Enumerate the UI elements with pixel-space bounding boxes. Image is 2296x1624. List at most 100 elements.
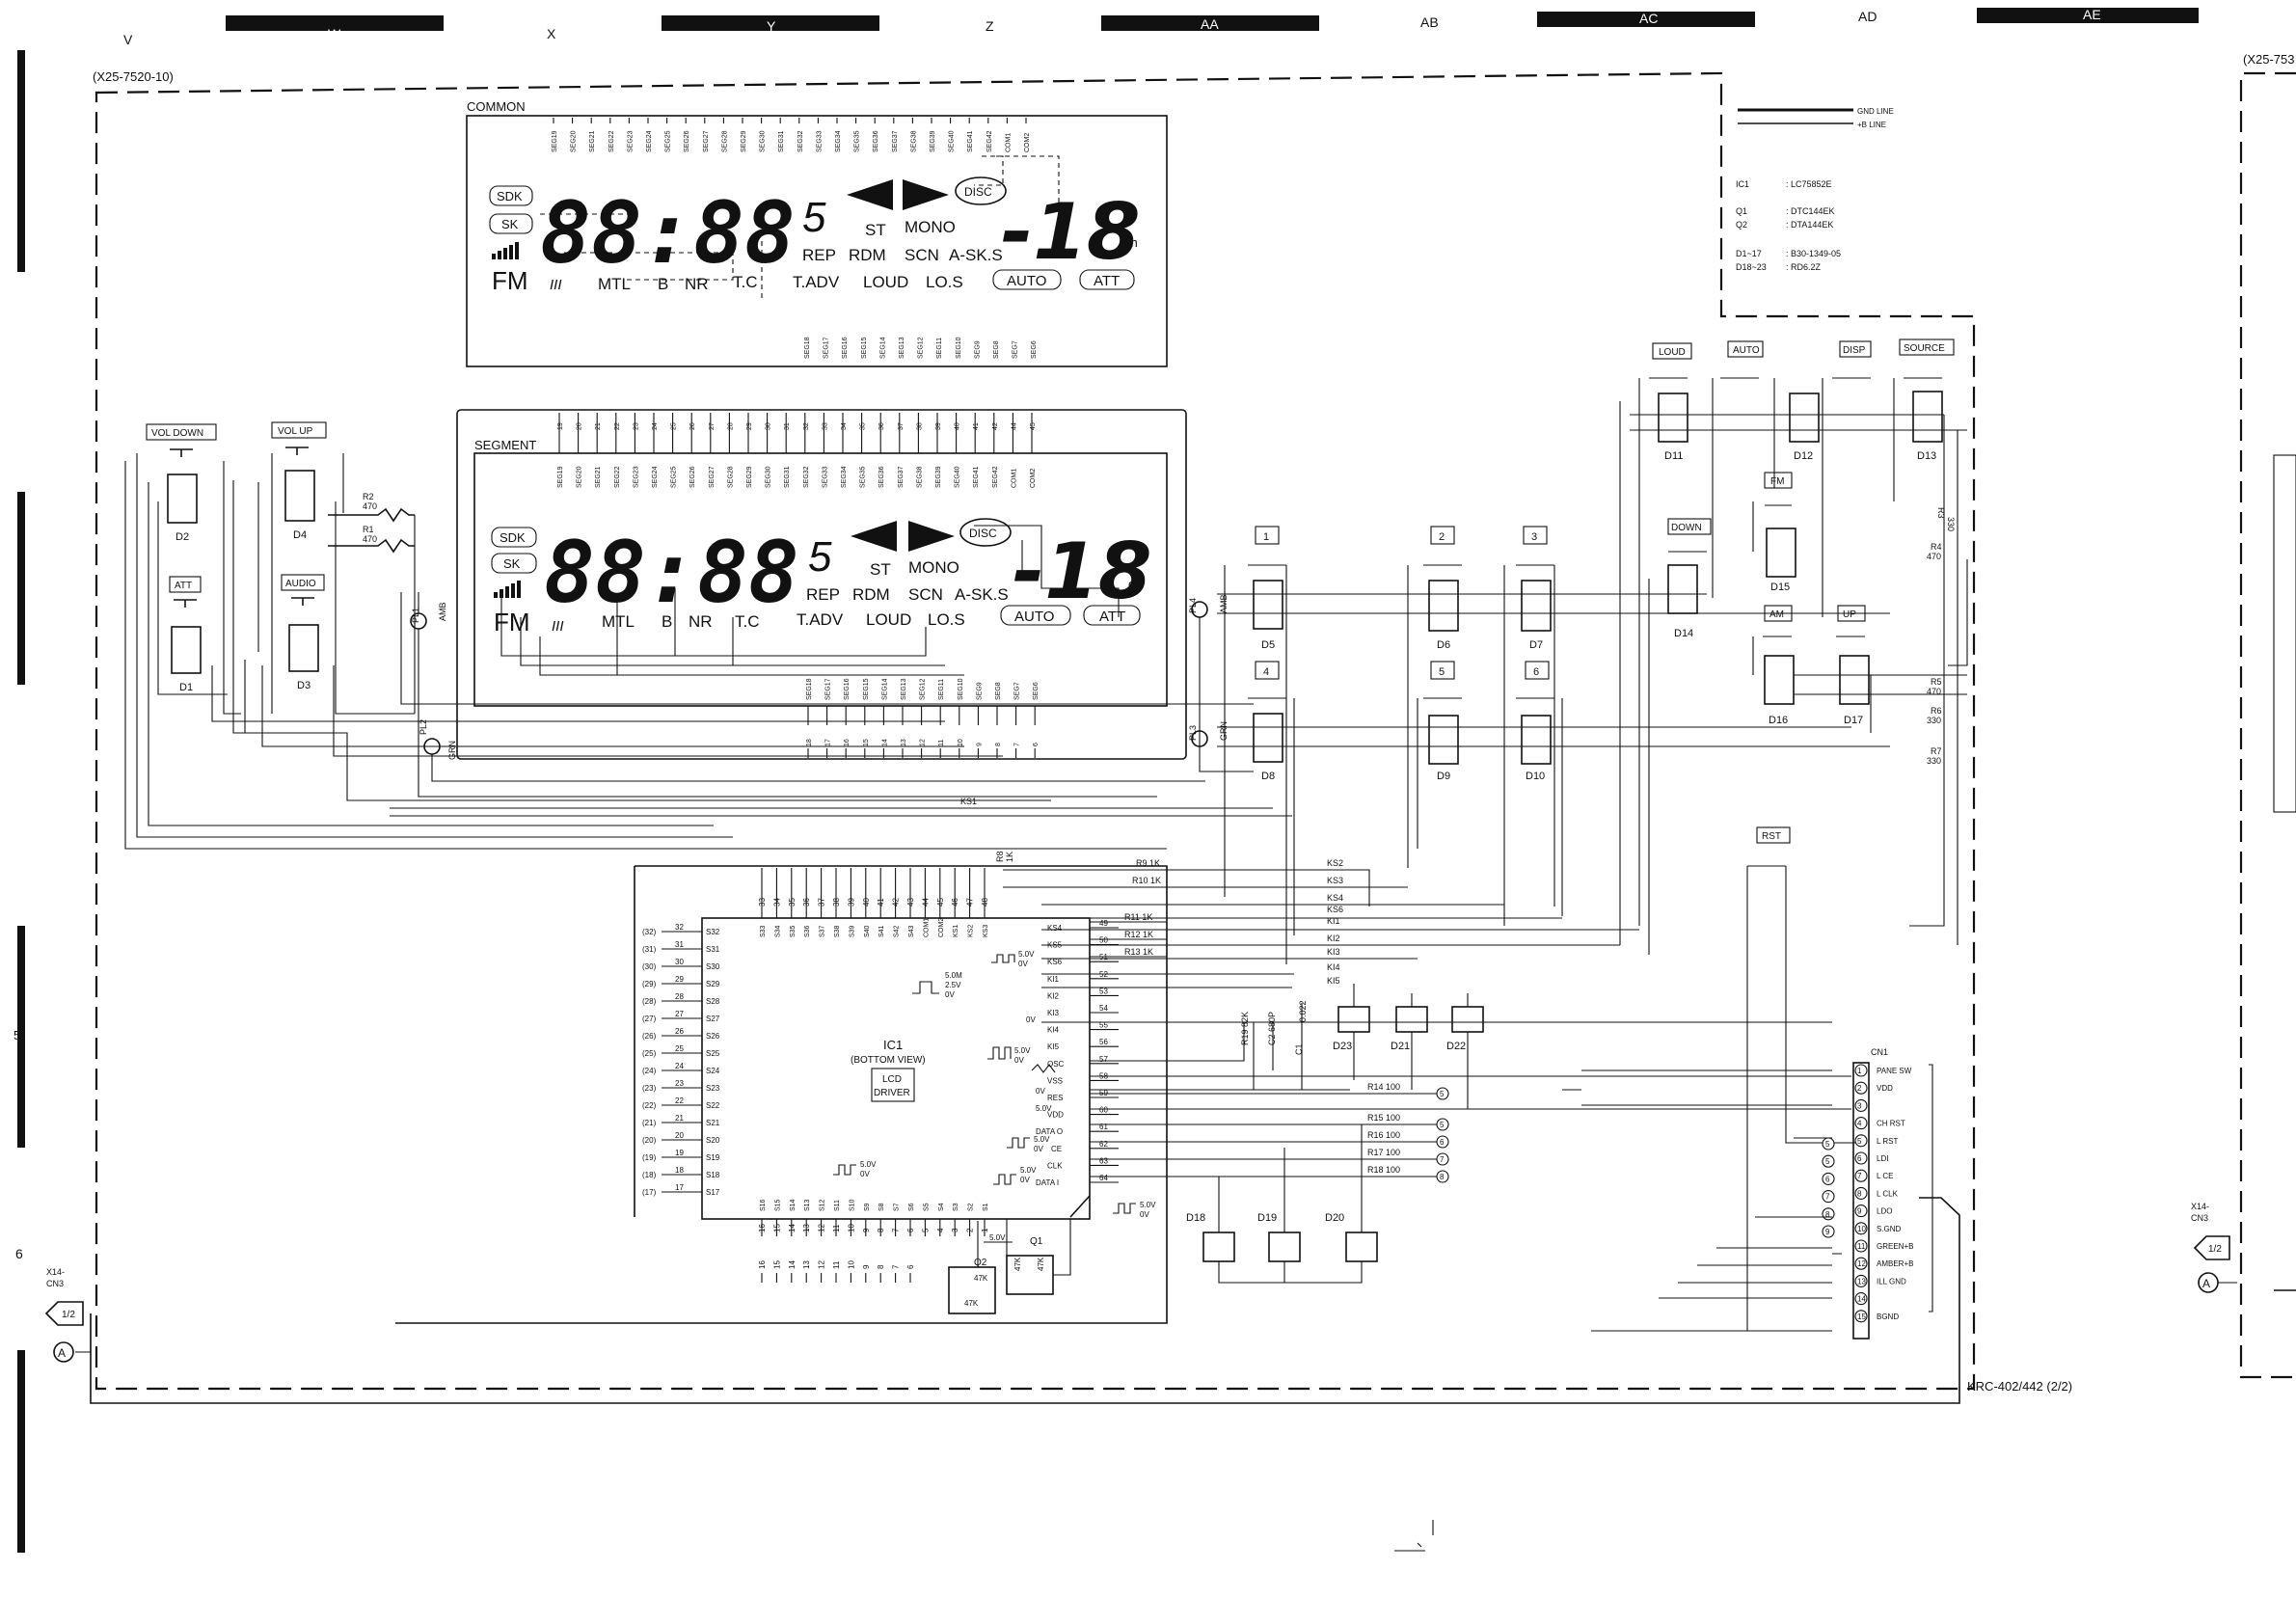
b-label: B [658, 275, 668, 293]
common-top-pin: SEG34 [835, 130, 842, 152]
cn1-pin-name: ILL GND [1877, 1277, 1906, 1286]
board-outline [95, 71, 1976, 1391]
cn1-pin [1854, 1098, 1868, 1112]
c1-label: C1 [1294, 1043, 1304, 1055]
seg-ch-label: ch [1128, 577, 1142, 591]
seg-rep-label: REP [806, 585, 840, 604]
diode-pack-d1 [171, 626, 202, 674]
common-top-pin: SEG40 [949, 130, 956, 152]
mono-label: MONO [905, 218, 956, 236]
ic1-left-ext: (25) [642, 1049, 657, 1058]
ic1-left-ext: (19) [642, 1153, 657, 1162]
common-top-pin: SEG22 [608, 130, 615, 152]
common-top-pin: SEG30 [760, 130, 767, 152]
ic1-left-pin-name: S19 [706, 1153, 720, 1162]
cn1-link-node [1822, 1225, 1835, 1238]
common-bottom-pin: SEG17 [824, 337, 830, 359]
segment-bottom-pin-number: 12 [920, 739, 927, 746]
wave-5v-d: 5.0V [1020, 1166, 1037, 1175]
ic1-bottom-ext-number: 12 [818, 1260, 826, 1269]
pl2-label: PL2 [419, 719, 428, 735]
common-top-pin: SEG19 [552, 130, 558, 152]
conn-left-1: X14- [46, 1267, 65, 1277]
sw-p1-label: 1 [1263, 531, 1269, 543]
segment-top-pin-name: SEG30 [766, 466, 772, 488]
ic1-right-pin-number: 52 [1099, 970, 1108, 979]
segment-top-pin-name: SEG40 [955, 466, 961, 488]
c1-value: 0.022 [1298, 1000, 1308, 1022]
segment-bottom-pin-number: 6 [1033, 743, 1040, 746]
common-top-pin: SEG26 [684, 130, 690, 152]
ic1-left-pin-number: 22 [675, 1096, 684, 1105]
bus-node-number: 8 [1440, 1173, 1445, 1181]
parts-ic1-val: : LC75852E [1786, 179, 1832, 189]
segment-bottom-pin-name: SEG12 [920, 678, 927, 700]
ic1-left-pins: (32)32S32(31)31S31(30)30S30(29)29S29(28)… [642, 923, 720, 1197]
parts-q2-ref: Q2 [1736, 220, 1747, 230]
r13-label: R13 1K [1124, 947, 1153, 957]
cn1-pin [1854, 1134, 1868, 1148]
grid-col-ab: AB [1420, 14, 1439, 30]
cn1-pin-number: 7 [1857, 1172, 1862, 1180]
ic1-top-pin-name: KS2 [968, 925, 975, 937]
ic1-bottom-pin-number: 14 [788, 1224, 797, 1232]
ic1-bottom-pin-name: S11 [834, 1200, 841, 1211]
cn1-pin-name: LDI [1877, 1154, 1888, 1163]
ic1-bottom-pin-name: S10 [849, 1199, 855, 1211]
seg-tc-label: T.C [735, 612, 760, 631]
segment-top-pin-name: SEG34 [841, 466, 848, 488]
cn1-pin-number: 10 [1857, 1225, 1866, 1233]
ic1-right-pin-name: CE [1051, 1145, 1062, 1153]
conn-right-2: CN3 [2191, 1213, 2208, 1223]
bus-node [1436, 1118, 1449, 1131]
common-top-pin: SEG41 [967, 130, 974, 152]
segment-top-pin-number: 41 [973, 422, 980, 430]
ic1-right-pins: KS449KS550KS651KI152KI253KI354KI455KI556… [1036, 919, 1119, 1187]
sw-am-label: AM [1769, 609, 1784, 620]
osc-level-3: 0V [945, 990, 955, 999]
sdk-label: SDK [497, 189, 523, 203]
r11-label: R11 1K [1124, 912, 1152, 922]
rdm-label: RDM [849, 246, 886, 264]
ic1-right-pin-number: 64 [1099, 1174, 1108, 1182]
ic1-right-pin-number: 50 [1099, 936, 1108, 945]
segment-top-pin-name: SEG42 [992, 466, 999, 488]
board-outline-right [2239, 71, 2296, 1379]
r6-label: R6 [1931, 706, 1942, 716]
ic1-bottom-ext-number: 14 [788, 1260, 797, 1269]
cn1-pin-number: 3 [1857, 1101, 1862, 1110]
ic1-left-ext: (32) [642, 928, 657, 936]
cn1-pin-number: 13 [1857, 1277, 1866, 1286]
zero-v-b: 0V [1036, 1087, 1045, 1096]
cn1-pin-name: CH RST [1877, 1120, 1905, 1128]
segment-top-pin-number: 30 [766, 422, 772, 430]
ic1: IC1 (BOTTOM VIEW) LCD DRIVER (32)32S32(3… [395, 851, 1350, 1324]
r2-value: 470 [363, 501, 377, 511]
d1-label: D1 [179, 682, 193, 693]
sw-p5-label: 5 [1439, 666, 1445, 678]
arrow-left-icon [847, 179, 893, 210]
segment-top-pin-number: 29 [746, 422, 753, 430]
ic1-left-ext: (17) [642, 1188, 657, 1197]
ic1-bottom-pin-name: S14 [790, 1199, 797, 1211]
segment-top-pin-number: 26 [689, 422, 696, 430]
segment-bottom-pin-number: 16 [844, 739, 851, 746]
cn1-link-number: 9 [1825, 1228, 1830, 1236]
sw-auto-label: AUTO [1733, 345, 1760, 356]
mtl-label: MTL [598, 275, 631, 293]
bus-node [1436, 1170, 1449, 1183]
common-bottom-pin: SEG6 [1031, 340, 1038, 359]
common-digits: 88:88 [540, 183, 796, 283]
common-bottom-pin: SEG18 [804, 337, 811, 359]
grid-col-ad: AD [1858, 9, 1877, 24]
common-top-pin: SEG29 [741, 130, 747, 152]
ks3-label: KS3 [1327, 876, 1343, 885]
ic1-bottom-pin-name: S2 [968, 1203, 975, 1211]
d19-label: D19 [1257, 1212, 1277, 1224]
segment-top-pin-name: COM2 [1030, 469, 1037, 488]
ic1-bottom-pin-name: S15 [774, 1199, 781, 1211]
ic1-left-ext: (26) [642, 1032, 657, 1041]
segment-bottom-pin-number: 7 [1014, 743, 1021, 746]
common-top-pin: SEG38 [910, 130, 917, 152]
conn-left-2: CN3 [46, 1279, 64, 1288]
